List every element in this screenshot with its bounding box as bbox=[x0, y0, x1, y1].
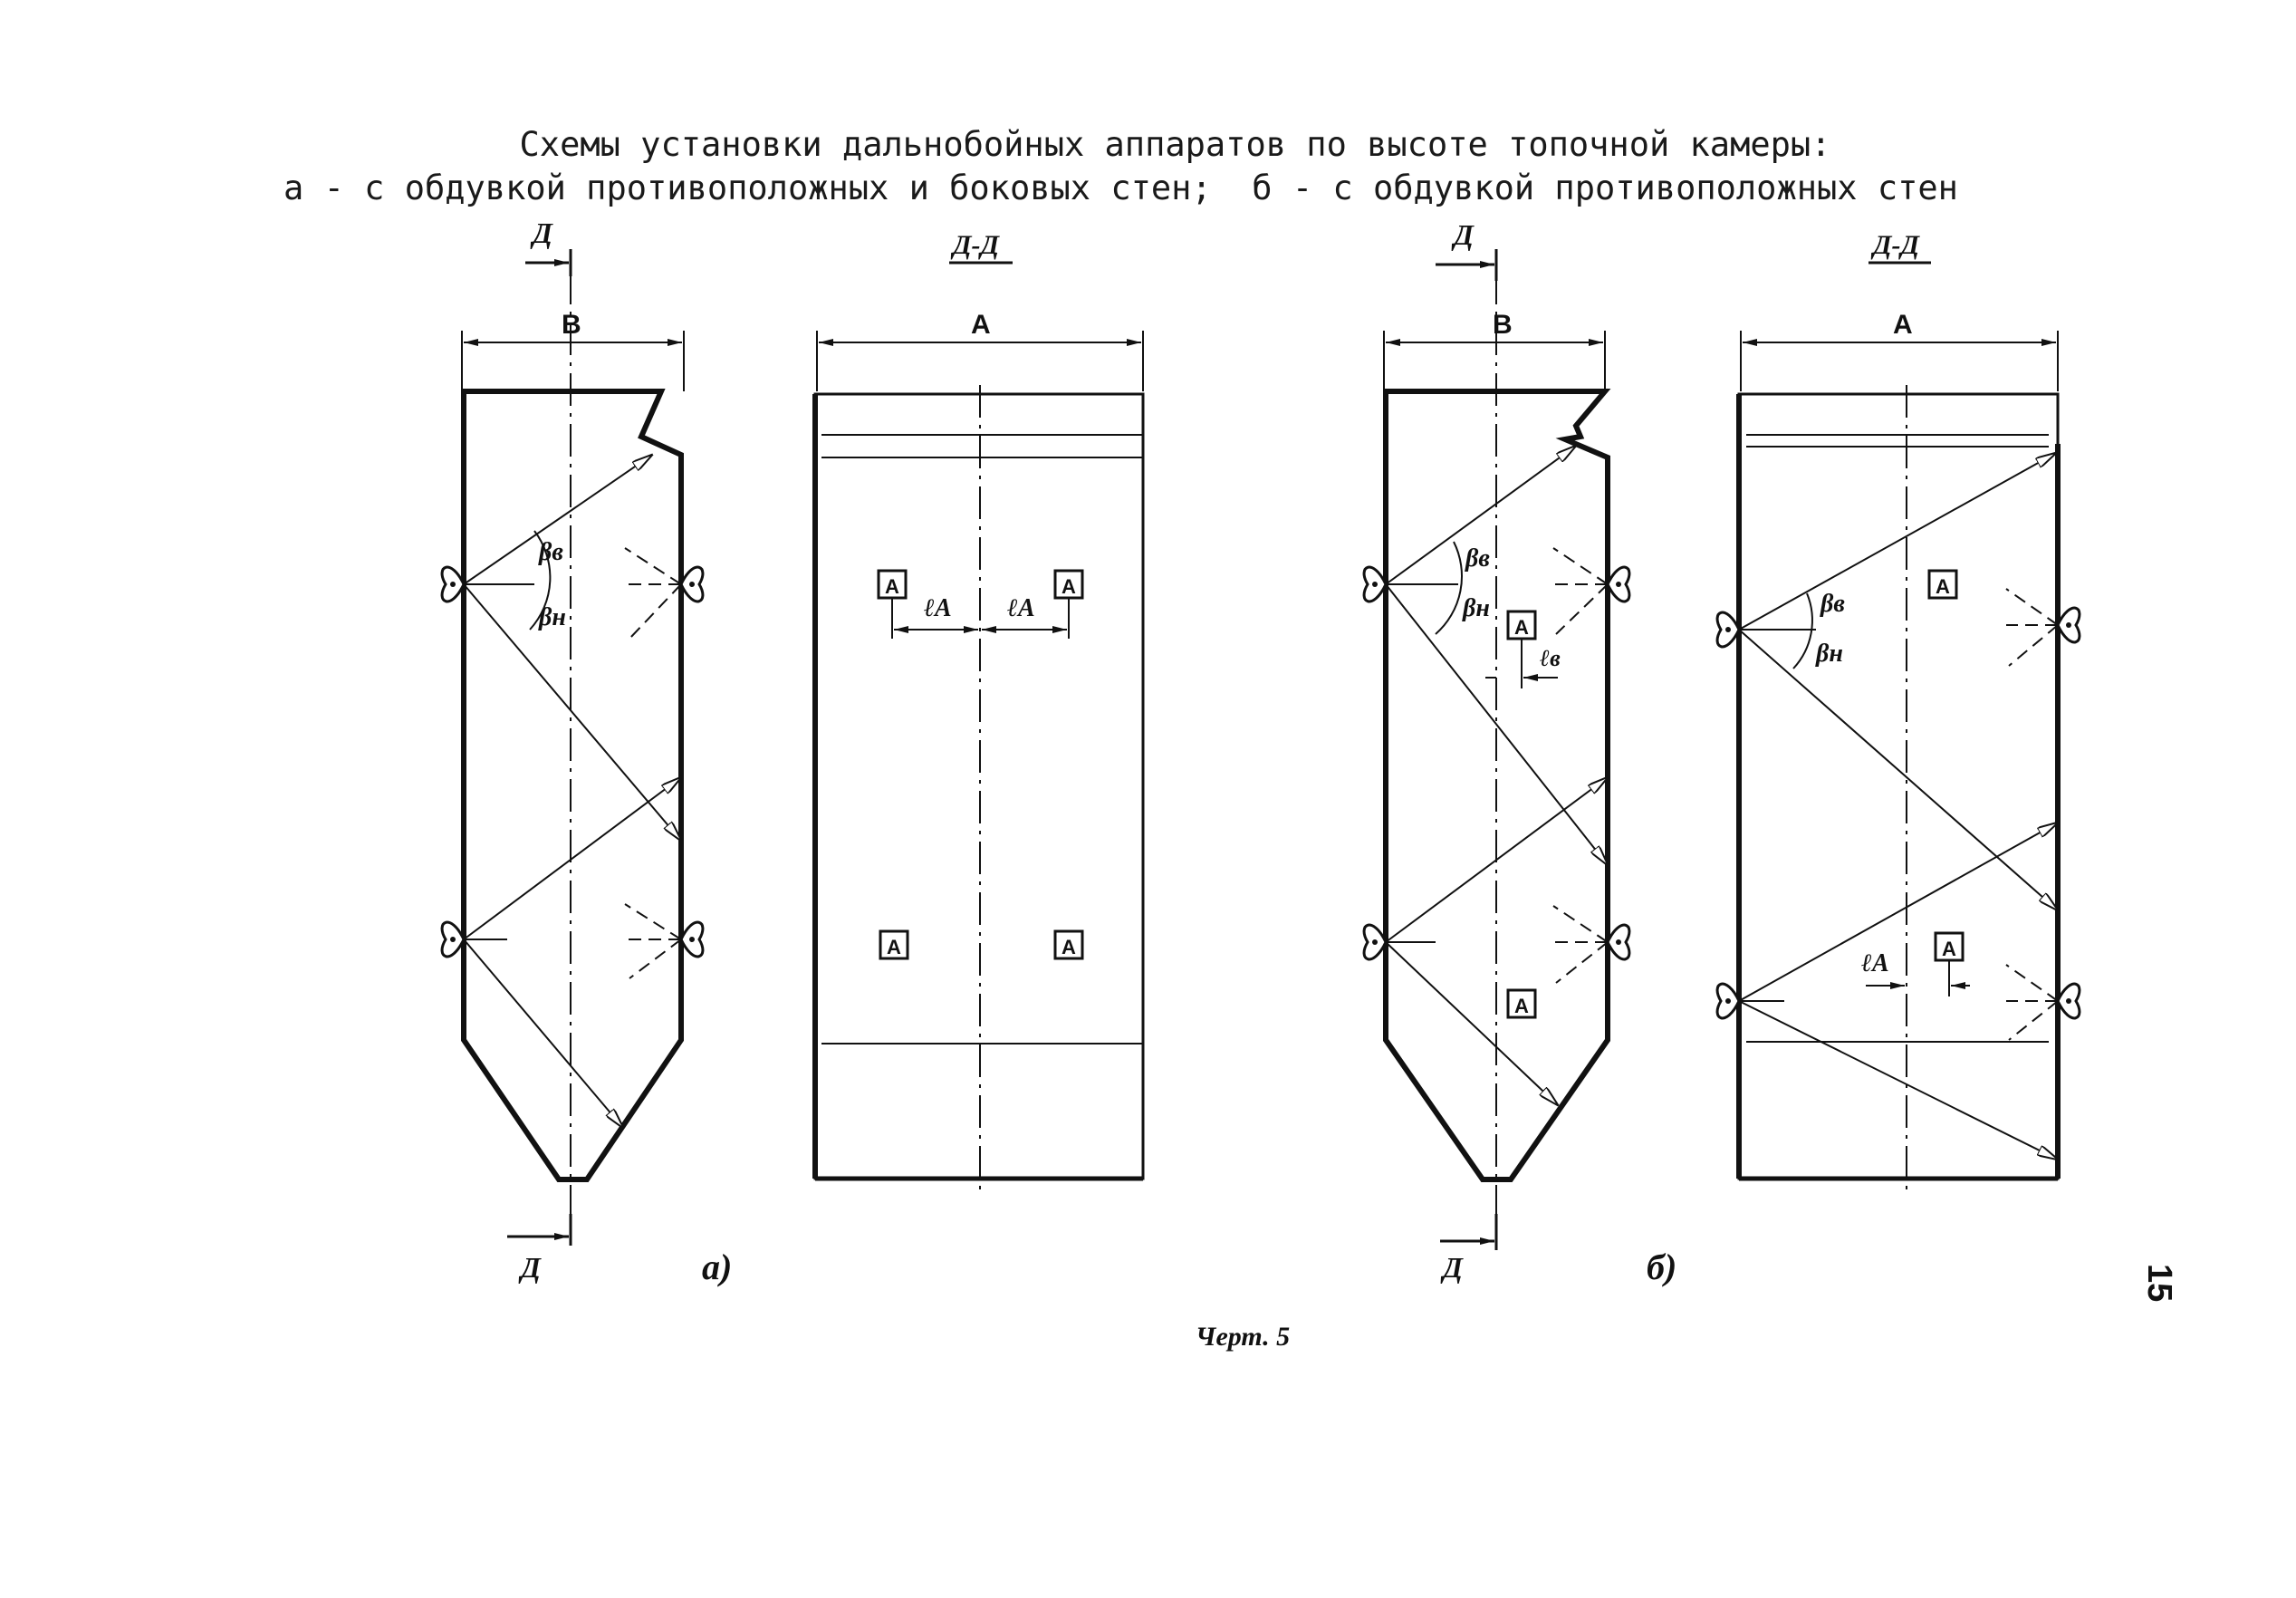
offset-dimension-c bbox=[1866, 960, 1970, 996]
angle-label-lower-a: βн bbox=[538, 603, 566, 631]
page-number: 15 bbox=[2140, 1264, 2178, 1302]
device-box: А bbox=[1927, 569, 1958, 600]
section-outline-b bbox=[1737, 392, 2060, 1180]
width-label-a-b: А bbox=[1893, 310, 1913, 340]
section-label-top-a: Д bbox=[530, 217, 553, 249]
svg-text:А: А bbox=[1514, 995, 1529, 1017]
device-box: А bbox=[1506, 610, 1537, 640]
nozzle-icon bbox=[440, 920, 466, 958]
variant-label-b: б) bbox=[1647, 1247, 1676, 1287]
nozzle-icon bbox=[1715, 982, 1741, 1020]
width-label-b-b: В bbox=[1493, 310, 1513, 340]
device-box: А bbox=[1053, 929, 1084, 960]
offset-label-right: ℓА bbox=[1006, 594, 1035, 622]
furnace-outline-a bbox=[461, 389, 684, 1182]
device-box: А bbox=[879, 929, 909, 960]
projection-lines-c bbox=[2005, 588, 2059, 1041]
variant-b-section-view: Д-Д А bbox=[1715, 230, 2081, 1196]
angle-label-lower-c: βн bbox=[1815, 640, 1843, 668]
dimension-b-a: В bbox=[461, 310, 685, 391]
device-box: А bbox=[877, 569, 908, 600]
variant-a-side-view: Д Д В bbox=[440, 217, 732, 1287]
variant-b-side-view: Д Д В bbox=[1362, 218, 1676, 1287]
nozzle-icon bbox=[2056, 982, 2081, 1020]
dimension-a-a: А bbox=[816, 310, 1144, 391]
angle-label-upper-a: βв bbox=[538, 538, 563, 566]
section-label-bottom-b: Д bbox=[1440, 1251, 1464, 1284]
projection-lines-a bbox=[624, 547, 682, 979]
nozzle-icon bbox=[440, 565, 466, 603]
device-box: А bbox=[1934, 931, 1965, 962]
offset-label-c: ℓА bbox=[1860, 949, 1889, 977]
section-label-top-b: Д bbox=[1451, 218, 1475, 251]
section-view-title-a: Д-Д bbox=[950, 230, 1000, 260]
drawing-number: Черт. 5 bbox=[1196, 1322, 1290, 1352]
dimension-a-b: А bbox=[1740, 310, 2059, 391]
jet-lines-b bbox=[1385, 446, 1608, 1105]
nozzle-icon bbox=[1606, 923, 1631, 961]
variant-a-section-view: Д-Д А А А А А bbox=[812, 230, 1145, 1196]
offset-label-b: ℓв bbox=[1540, 645, 1561, 671]
nozzle-icon bbox=[679, 565, 705, 603]
section-mark-top-a: Д bbox=[525, 217, 572, 276]
svg-text:А: А bbox=[1942, 938, 1956, 960]
nozzle-icon bbox=[1362, 923, 1388, 961]
device-box: А bbox=[1053, 569, 1084, 600]
svg-text:А: А bbox=[885, 575, 899, 598]
angle-label-upper-b: βв bbox=[1465, 544, 1490, 573]
section-mark-bottom-a: Д bbox=[507, 1214, 572, 1284]
svg-text:А: А bbox=[1936, 575, 1950, 598]
nozzle-icon bbox=[1606, 565, 1631, 603]
furnace-outline-b bbox=[1383, 389, 1611, 1182]
nozzle-icon bbox=[1715, 611, 1741, 649]
nozzle-icon bbox=[2056, 606, 2081, 644]
svg-text:А: А bbox=[1062, 575, 1076, 598]
jet-lines-c bbox=[1738, 453, 2058, 1160]
section-mark-top-b: Д bbox=[1436, 218, 1498, 281]
svg-text:А: А bbox=[887, 936, 901, 958]
svg-text:А: А bbox=[1062, 936, 1076, 958]
offset-dimension-b bbox=[1485, 639, 1558, 688]
nozzle-icon bbox=[1362, 565, 1388, 603]
device-box: А bbox=[1506, 988, 1537, 1019]
angle-label-lower-b: βн bbox=[1462, 594, 1490, 622]
jet-lines-a bbox=[463, 455, 681, 1128]
projection-lines-b bbox=[1552, 547, 1609, 984]
angle-label-upper-c: βв bbox=[1820, 590, 1845, 618]
offset-label-left: ℓА bbox=[923, 594, 952, 622]
section-label-bottom-a: Д bbox=[518, 1251, 542, 1284]
variant-label-a: а) bbox=[702, 1247, 732, 1287]
svg-text:А: А bbox=[1514, 616, 1529, 639]
dimension-b-b: В bbox=[1383, 310, 1606, 391]
section-mark-bottom-b: Д bbox=[1440, 1214, 1498, 1284]
title-line-2: а - с обдувкой противоположных и боковых… bbox=[283, 168, 1958, 207]
section-view-title-b: Д-Д bbox=[1870, 230, 1920, 260]
title-line-1: Схемы установки дальнобойных аппаратов п… bbox=[519, 125, 1831, 164]
width-label-a-a: А bbox=[971, 310, 991, 340]
nozzle-icon bbox=[679, 920, 705, 958]
offset-dimension-a bbox=[891, 598, 1070, 639]
